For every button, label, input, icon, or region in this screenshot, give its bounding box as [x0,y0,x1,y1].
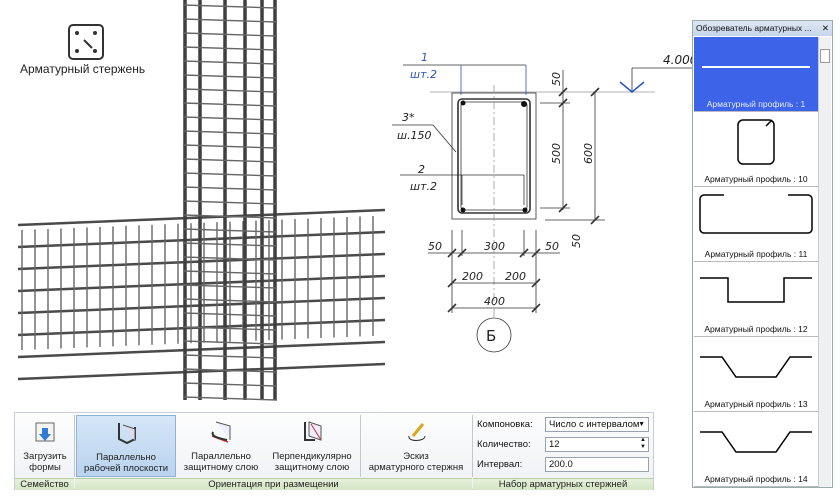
rebar-tool-label: Арматурный стержень [20,62,146,76]
rebar-shape-browser: Обозреватель арматурных ...✕ Арматурный … [692,20,833,488]
shape-item[interactable]: Арматурный профиль : 14 [694,412,818,487]
dim-400: 400 [484,295,505,308]
mark-3-step: ш.150 [397,129,432,142]
rebar-bar [182,396,278,401]
rebar-bar [182,186,278,191]
close-icon[interactable]: ✕ [821,23,829,33]
dim-200-left: 200 [462,270,483,283]
shape-item[interactable]: Арматурный профиль : 10 [694,112,818,187]
rebar-bar [182,270,278,275]
spacing-input[interactable]: 200.0 [545,457,649,472]
shape-item[interactable]: Арматурный профиль : 13 [694,337,818,412]
layout-select[interactable]: Число с интервалом▼ [545,417,649,432]
parallel-plane-icon [118,423,136,445]
spacing-label: Интервал: [477,459,523,470]
dim-300: 300 [484,240,505,253]
rebar-bar [182,46,278,51]
axis-label: Б [486,327,496,345]
pencil-icon [408,423,426,441]
rebar-bar [182,18,278,23]
dim-v-500: 500 [550,143,563,164]
level-mark: 4.000 [663,53,698,67]
mark-1-qty: шт.2 [410,68,437,81]
rebar-bar [182,200,278,205]
rebar-bar [182,74,278,79]
rebar-bar [182,4,278,9]
chevron-down-icon: ▼ [638,421,645,428]
shape-item[interactable]: Арматурный профиль : 1 [694,37,818,112]
rebar-bar [182,102,278,107]
dim-v-50-top: 50 [550,72,563,86]
rebar-bar [182,228,278,233]
mark-3: 3* [402,111,415,124]
panel-orientation: Ориентация при размещении [75,478,472,490]
dim-200-right: 200 [505,270,526,283]
load-folder-icon [35,422,55,442]
rebar-bar [182,354,278,359]
rebar-bar [182,88,278,93]
shape-preview-icon [737,119,775,165]
shape-item[interactable]: Арматурный профиль : 12 [694,262,818,337]
dim-50-right: 50 [545,240,559,253]
rebar-bar [182,242,278,247]
mark-2: 2 [418,163,425,176]
perpendicular-cover-icon [304,421,322,441]
count-input[interactable]: 12▲▼ [545,437,649,452]
dim-v-50-bottom: 50 [570,234,583,248]
rebar-bar [182,214,278,219]
section-drawing [392,64,700,353]
panel-family: Семейство [15,478,74,490]
shape-preview-icon [699,194,813,234]
rebar-bar [182,382,278,387]
rebar-bar [182,368,278,373]
rebar-bar [182,60,278,65]
rebar-bar [182,284,278,289]
shape-preview-icon [700,356,812,378]
mark-1: 1 [421,51,428,64]
dim-v-600: 600 [582,143,595,164]
section-labels: 1 шт.2 3* ш.150 2 шт.2 50 300 50 200 200… [397,51,698,345]
rebar-bar [182,256,278,261]
browser-title: Обозреватель арматурных ...✕ [693,21,832,36]
shape-preview-icon [700,431,812,453]
mark-2-qty: шт.2 [410,180,437,193]
rebar-bar [182,32,278,37]
shape-preview-icon [702,66,810,68]
rebar-bar [182,298,278,303]
layout-label: Компоновка: [477,419,533,430]
dim-50-left: 50 [428,240,442,253]
parallel-cover-icon [211,421,231,443]
rebar-bar [182,172,278,177]
rebar-bar [182,340,278,345]
rebar-bar [182,326,278,331]
shape-preview-icon [700,277,812,303]
rebar-bar [182,144,278,149]
rebar-bar [182,312,278,317]
panel-rebar-set: Набор арматурных стержней [473,478,653,490]
rebar-bar [182,130,278,135]
shape-item[interactable]: Арматурный профиль : 11 [694,187,818,262]
rebar-bar [182,116,278,121]
rebar-tool-icon[interactable] [68,24,104,60]
scrollbar[interactable] [818,37,831,487]
rebar-bar [182,158,278,163]
rebar-3d-view [17,0,386,401]
spinner-icon[interactable]: ▲▼ [640,437,646,450]
count-label: Количество: [477,439,531,450]
